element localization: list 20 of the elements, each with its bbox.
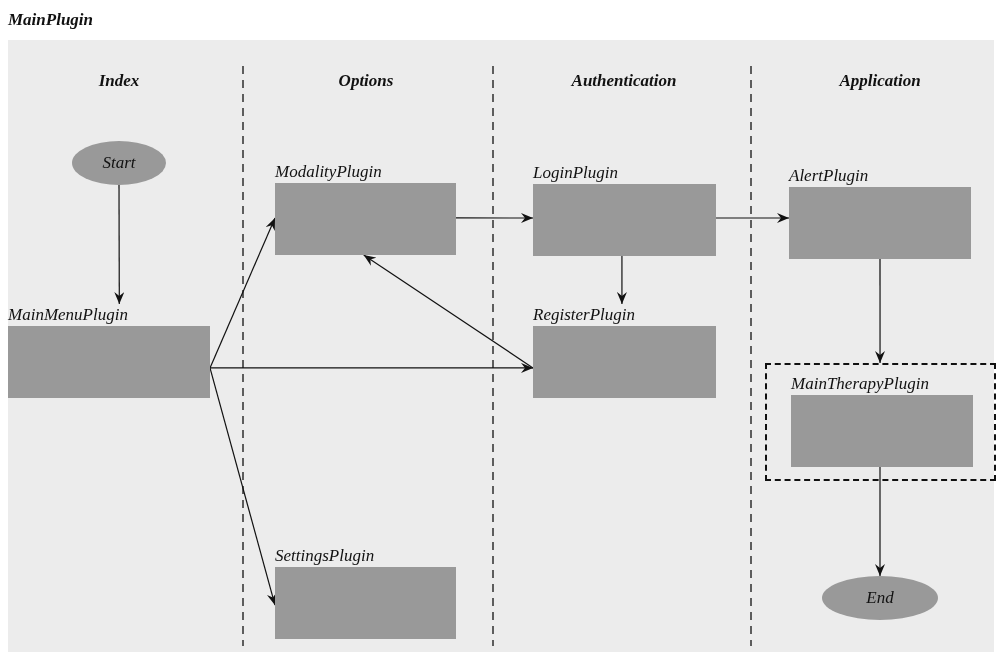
arrow: [114, 184, 125, 305]
component-label: LoginPlugin: [533, 162, 618, 184]
component-label: MainTherapyPlugin: [791, 373, 929, 395]
component-label: ModalityPlugin: [275, 161, 382, 183]
lane-heading: Index: [98, 71, 140, 91]
arrow: [209, 362, 534, 373]
lane-heading: Authentication: [571, 71, 677, 91]
arrow: [875, 258, 886, 364]
arrow: [455, 213, 534, 223]
lane-heading: Options: [338, 71, 394, 91]
dashed-group-box: [765, 363, 996, 481]
component-label: MainMenuPlugin: [8, 304, 128, 326]
arrow: [363, 254, 534, 369]
component-label: RegisterPlugin: [533, 304, 635, 326]
lane-heading: Application: [839, 71, 921, 91]
arrow: [715, 213, 790, 223]
component-label: SettingsPlugin: [275, 545, 375, 567]
arrow: [616, 255, 627, 305]
component-label: AlertPlugin: [789, 165, 869, 187]
panel-label: MainPlugin: [8, 10, 94, 30]
